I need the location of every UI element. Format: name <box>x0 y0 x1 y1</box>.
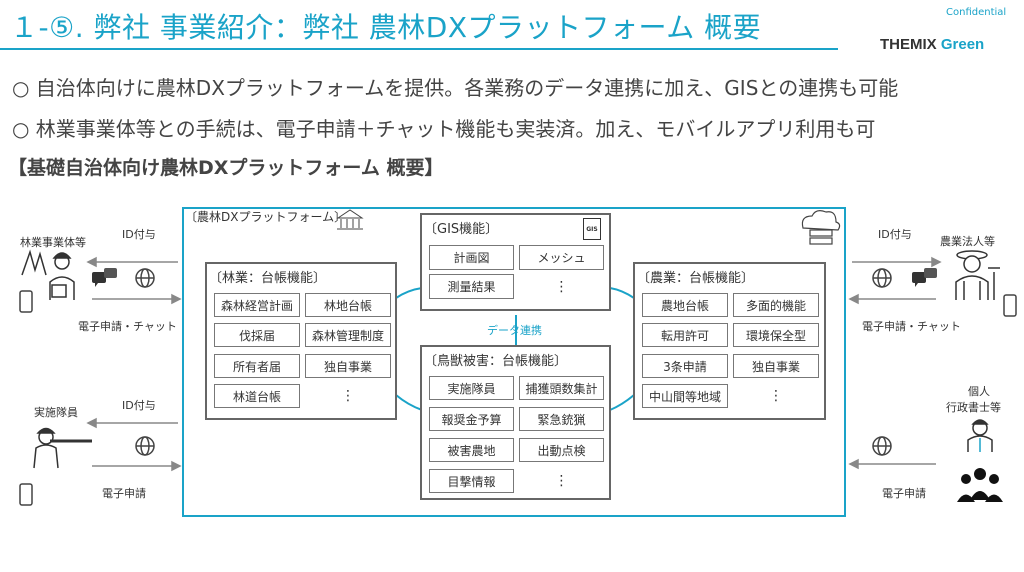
title-rule <box>0 48 838 50</box>
agriculture-item-more: ⋮ <box>733 384 819 408</box>
wildlife-item-more: ⋮ <box>519 469 604 493</box>
actor-admin-scriveners: 行政書士等 <box>946 401 1001 414</box>
wildlife-item: 被害農地 <box>429 438 514 462</box>
flow-id-grant: ID付与 <box>122 399 156 412</box>
company-logo: THEMIX Green <box>880 36 984 53</box>
forestry-item-more: ⋮ <box>305 384 391 408</box>
wildlife-item: 目撃情報 <box>429 469 514 493</box>
cloud-server-icon <box>801 210 841 245</box>
flow-id-grant: ID付与 <box>122 228 156 241</box>
forestry-item: 森林管理制度 <box>305 323 391 347</box>
smartphone-icon <box>19 290 33 313</box>
bullet-1: ○ 自治体向けに農林DXプラットフォームを提供。各業務のデータ連携に加え、GIS… <box>12 76 899 100</box>
farmer-icon <box>955 250 1000 300</box>
gis-file-icon: GIS <box>583 218 601 240</box>
gis-panel-title: 〔GIS機能〕 <box>424 222 499 237</box>
chat-icon <box>912 268 937 287</box>
forestry-item: 森林経営計画 <box>214 293 300 317</box>
connector-forestry-gis <box>395 287 423 299</box>
agriculture-item: 中山間等地域 <box>642 384 728 408</box>
agriculture-item: 3条申請 <box>642 354 728 378</box>
people-group-icon <box>957 468 1003 502</box>
flow-e-app-chat: 電子申請・チャット <box>78 320 177 333</box>
forestry-item: 伐採届 <box>214 323 300 347</box>
forestry-panel-title: 〔林業：台帳機能〕 <box>209 271 327 286</box>
flow-e-app: 電子申請 <box>882 487 926 500</box>
agriculture-item: 環境保全型 <box>733 323 819 347</box>
wildlife-item: 捕獲頭数集計 <box>519 376 604 400</box>
platform-frame <box>182 207 846 517</box>
agriculture-item: 転用許可 <box>642 323 728 347</box>
logo-accent: Green <box>940 36 985 53</box>
bullet-2: ○ 林業事業体等との手続は、電子申請＋チャット機能も実装済。加え、モバイルアプリ… <box>12 117 876 141</box>
wildlife-panel-title: 〔鳥獣被害：台帳機能〕 <box>424 354 568 369</box>
forestry-worker-icon <box>21 249 75 300</box>
forestry-item: 独自事業 <box>305 354 391 378</box>
flow-e-app: 電子申請 <box>102 487 146 500</box>
connector-gis-agri <box>609 287 635 299</box>
confidential-label: Confidential <box>946 7 1007 18</box>
agriculture-panel-title: 〔農業：台帳機能〕 <box>637 271 755 286</box>
actor-individuals: 個人 <box>968 385 990 398</box>
globe-icon <box>872 268 892 288</box>
globe-icon <box>135 268 155 288</box>
gis-item: 測量結果 <box>429 274 514 299</box>
city-hall-icon <box>336 209 364 230</box>
gis-item: メッシュ <box>519 245 604 270</box>
agriculture-item: 多面的機能 <box>733 293 819 317</box>
smartphone-icon <box>19 483 33 506</box>
wildlife-item: 報奨金予算 <box>429 407 514 431</box>
gis-item-more: ⋮ <box>519 274 604 299</box>
actor-rangers: 実施隊員 <box>34 406 78 419</box>
platform-label: 〔農林DXプラットフォーム〕 <box>185 210 347 224</box>
wildlife-item: 出動点検 <box>519 438 604 462</box>
forestry-item: 林地台帳 <box>305 293 391 317</box>
section-subtitle: 【基礎自治体向け農林DXプラットフォーム 概要】 <box>8 157 444 179</box>
chat-icon <box>92 268 117 287</box>
globe-icon <box>135 436 155 456</box>
globe-icon <box>872 436 892 456</box>
connector-forestry-wildlife <box>395 394 423 411</box>
page-title: １-⑤. 弊社 事業紹介：弊社 農林DXプラットフォーム 概要 <box>10 11 762 44</box>
smartphone-icon <box>1003 294 1017 317</box>
agriculture-item: 独自事業 <box>733 354 819 378</box>
actor-agri-corps: 農業法人等 <box>940 235 995 248</box>
wildlife-item: 緊急銃猟 <box>519 407 604 431</box>
individual-icon <box>967 419 993 452</box>
actor-forestry-operators: 林業事業体等 <box>20 236 86 249</box>
wildlife-item: 実施隊員 <box>429 376 514 400</box>
data-link-label: データ連携 <box>487 324 542 337</box>
agriculture-item: 農地台帳 <box>642 293 728 317</box>
flow-id-grant: ID付与 <box>878 228 912 241</box>
hunter-icon <box>33 427 92 469</box>
logo-main: THEMIX <box>880 36 937 53</box>
gis-item: 計画図 <box>429 245 514 270</box>
forestry-item: 林道台帳 <box>214 384 300 408</box>
connector-wildlife-agri <box>609 394 635 411</box>
forestry-item: 所有者届 <box>214 354 300 378</box>
flow-e-app-chat: 電子申請・チャット <box>862 320 961 333</box>
